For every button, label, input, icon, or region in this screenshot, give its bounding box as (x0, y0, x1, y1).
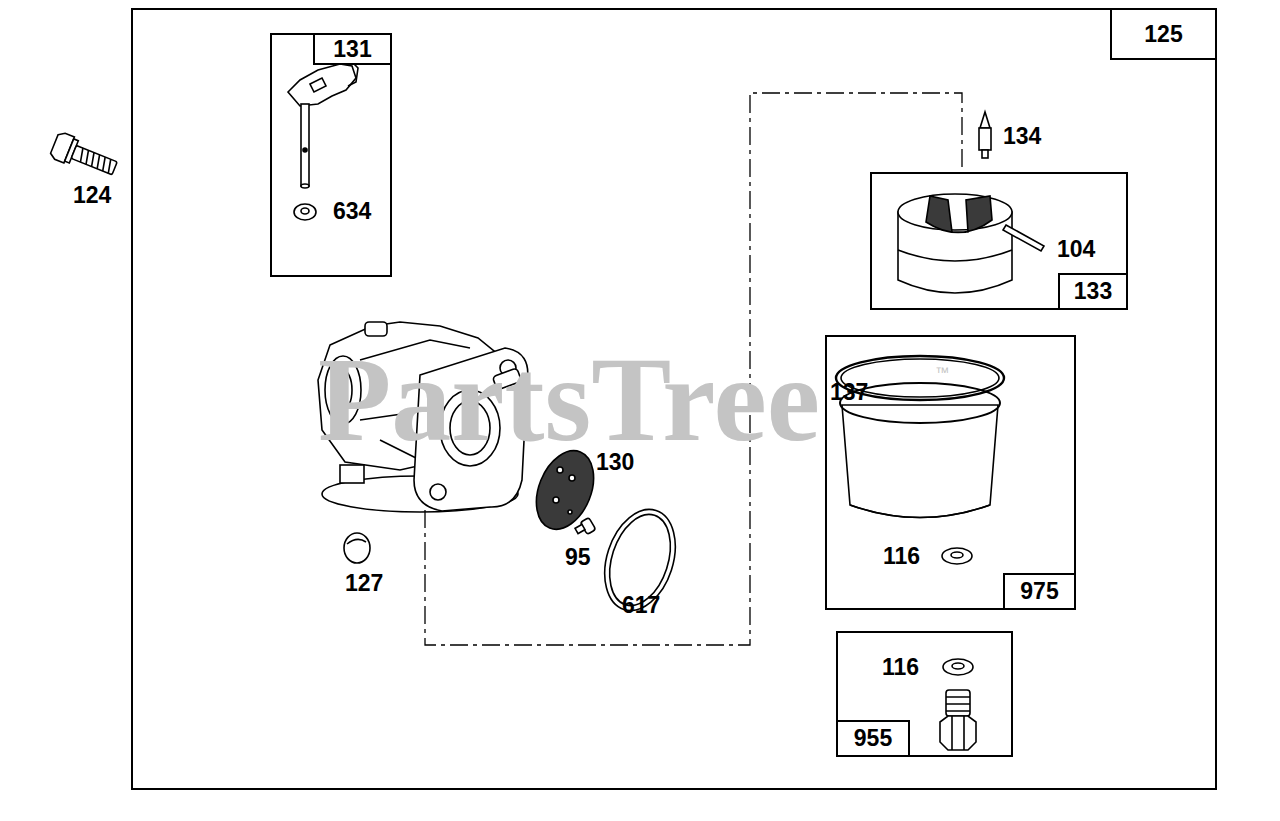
assembly-number-box: 133 (1058, 273, 1128, 310)
kit-box: 104133 (870, 172, 1128, 310)
assembly-number-box: 131 (313, 33, 392, 65)
assembly-number-box: 955 (836, 720, 910, 757)
gasket-ring-drawing (593, 500, 688, 619)
float-pin-drawing (1003, 225, 1044, 251)
callout-number: 95 (565, 544, 591, 570)
washer-drawing (294, 204, 316, 220)
kit-box: 116 955 (836, 631, 1013, 757)
trademark-mark: ™ (935, 364, 949, 380)
callout-number: 634 (333, 198, 371, 224)
callout-number: 134 (1003, 123, 1041, 149)
callout-number: 127 (345, 570, 383, 596)
bolt-drawing (49, 131, 120, 181)
callout-number: 116 (883, 543, 920, 569)
callout-number: 104 (1057, 236, 1095, 262)
bowl-nut-drawing (940, 690, 976, 750)
float-drawing (898, 194, 1012, 293)
callout-number: 116 (882, 654, 919, 680)
kit-box: 131 634 (270, 33, 392, 277)
callout-number: 137 (830, 379, 868, 405)
watermark: PartsTree (318, 335, 820, 465)
kit-box: 137 116 975 (825, 335, 1076, 610)
assembly-number-box: 125 (1110, 8, 1217, 60)
assembly-number-box: 975 (1003, 573, 1076, 610)
washer-drawing (943, 659, 973, 675)
throttle-shaft-drawing (288, 60, 358, 188)
screw-drawing (575, 517, 596, 534)
welch-plug-drawing (344, 533, 370, 563)
callout-number: 124 (73, 182, 111, 208)
inlet-needle-drawing (979, 112, 991, 158)
callout-number: 617 (622, 592, 660, 618)
washer-drawing (942, 548, 972, 564)
